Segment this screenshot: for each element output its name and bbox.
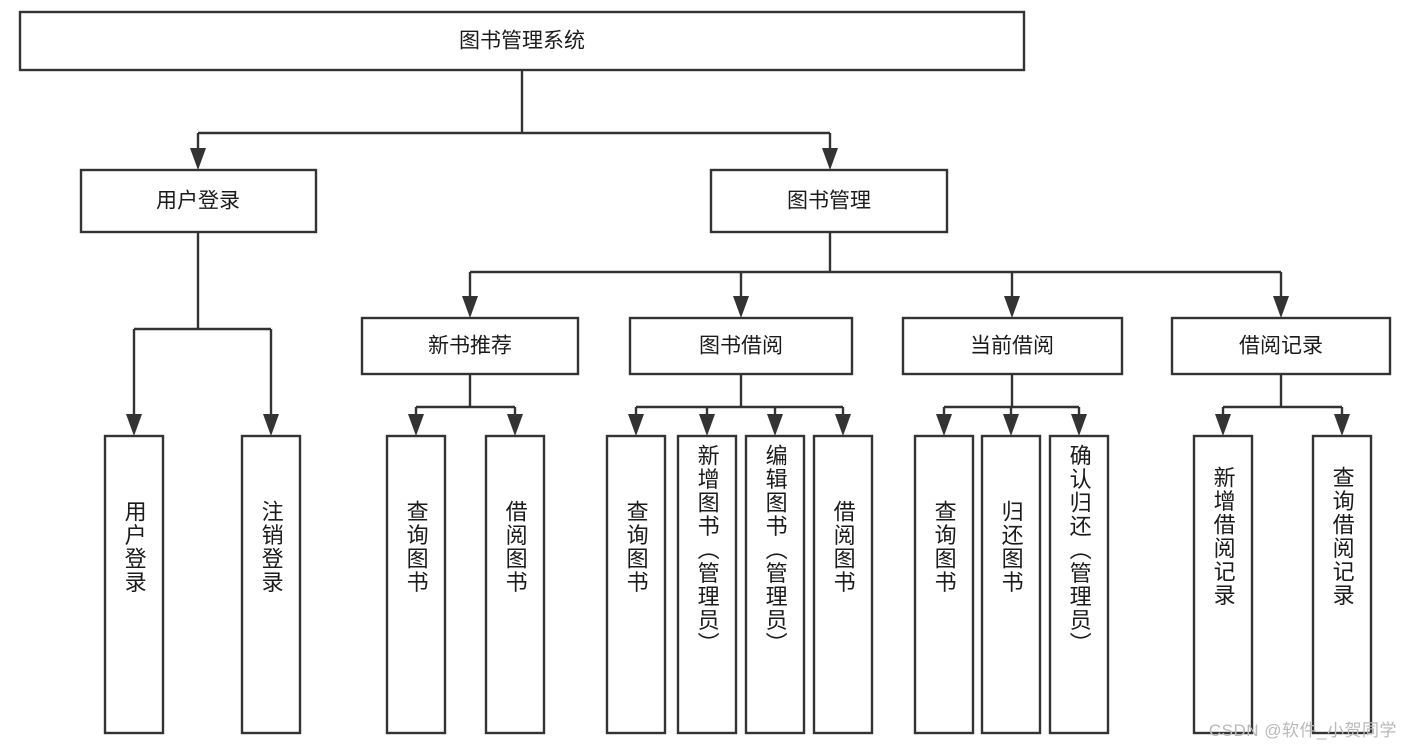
arrowhead-current-borrow <box>1004 296 1020 318</box>
connector-group-new-book <box>408 374 523 436</box>
arrowhead-new-book <box>462 296 478 318</box>
arrowhead-br-add <box>1215 414 1231 436</box>
leaf-box-bb-edit-book[interactable] <box>744 434 806 735</box>
arrowhead-user-login <box>190 148 206 170</box>
node-user-login-label: 用户登录 <box>156 190 240 213</box>
leaf-box-bb-query-book[interactable] <box>605 434 667 735</box>
arrowhead-nb-borrow <box>507 414 523 436</box>
connector-group-root <box>190 70 838 170</box>
node-new-book-recommend-label: 新书推荐 <box>428 335 512 358</box>
arrowhead-book-mgmt <box>822 148 838 170</box>
leaf-box-logout[interactable] <box>240 434 302 735</box>
arrowhead-leaf-user-login <box>126 414 142 436</box>
node-new-book-recommend-box[interactable] <box>360 316 580 376</box>
node-book-management-box[interactable] <box>709 168 949 234</box>
node-borrow-record-label: 借阅记录 <box>1239 335 1323 358</box>
arrowhead-cb-query <box>936 414 952 436</box>
arrowhead-br-query <box>1334 414 1350 436</box>
node-root-box[interactable] <box>18 10 1026 72</box>
connector-group-book-mgmt <box>462 232 1289 318</box>
leaf-box-bb-borrow-book[interactable] <box>812 434 874 735</box>
leaf-box-cb-return-book[interactable] <box>980 434 1042 735</box>
leaf-box-nb-query-book[interactable] <box>385 434 447 735</box>
arrowhead-cb-return <box>1003 414 1019 436</box>
node-current-borrow-label: 当前借阅 <box>970 335 1054 358</box>
node-current-borrow-box[interactable] <box>901 316 1124 376</box>
arrowhead-book-borrow <box>733 296 749 318</box>
connector-group-borrow-record <box>1215 374 1350 436</box>
leaf-box-nb-borrow-book[interactable] <box>484 434 546 735</box>
node-borrow-record-box[interactable] <box>1170 316 1392 376</box>
csdn-watermark: CSDN @软件_小贺同学 <box>1208 721 1397 740</box>
node-book-borrow-box[interactable] <box>628 316 854 376</box>
node-root-label: 图书管理系统 <box>459 30 585 53</box>
node-book-management-label: 图书管理 <box>787 190 871 213</box>
leaf-box-user-login[interactable] <box>103 434 165 735</box>
leaf-box-bb-add-book[interactable] <box>676 434 738 735</box>
arrowhead-bb-edit <box>767 414 783 436</box>
arrowhead-borrow-record <box>1273 296 1289 318</box>
connector-group-user-login <box>126 232 279 436</box>
arrowhead-cb-confirm <box>1071 414 1087 436</box>
node-book-borrow-label: 图书借阅 <box>699 335 783 358</box>
leaf-box-br-query-record[interactable] <box>1311 434 1373 735</box>
arrowhead-bb-borrow <box>835 414 851 436</box>
arrowhead-bb-query <box>628 414 644 436</box>
leaf-box-br-add-record[interactable] <box>1192 434 1254 735</box>
leaf-box-cb-confirm-return[interactable] <box>1048 434 1110 735</box>
node-user-login-box[interactable] <box>79 168 318 234</box>
arrowhead-leaf-logout <box>263 414 279 436</box>
arrowhead-nb-query <box>408 414 424 436</box>
connector-group-book-borrow <box>628 374 851 436</box>
connector-group-current-borrow <box>936 374 1087 436</box>
leaf-box-cb-query-book[interactable] <box>913 434 975 735</box>
arrowhead-bb-add <box>699 414 715 436</box>
